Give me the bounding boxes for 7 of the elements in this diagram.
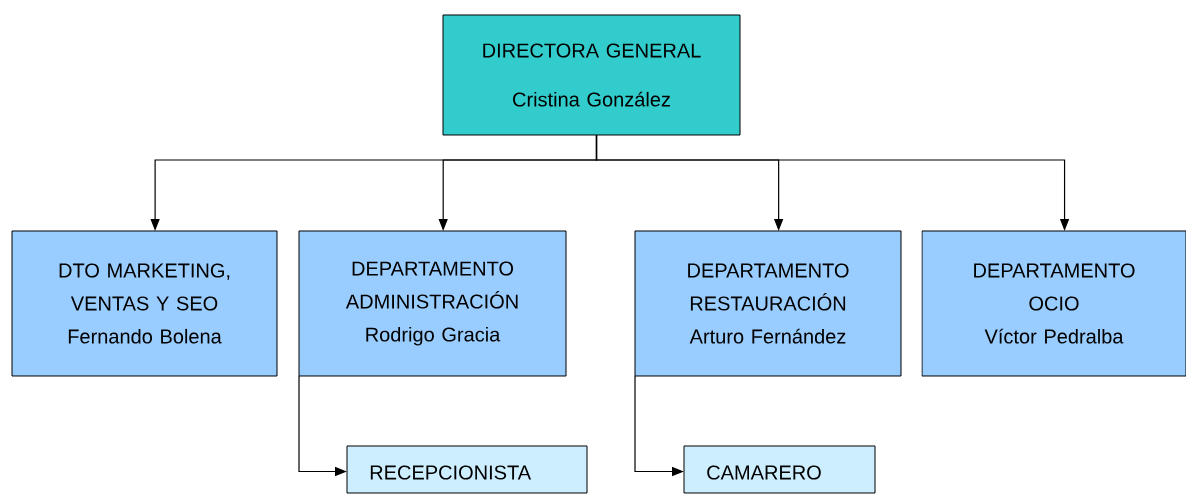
- position-box: RECEPCIONISTA: [346, 445, 588, 494]
- department-box: DEPARTAMENTO ADMINISTRACIÓN Rodrigo Gracia: [298, 230, 567, 377]
- position-box: CAMARERO: [683, 445, 876, 494]
- department-box: DEPARTAMENTO OCIO Víctor Pedralba: [921, 230, 1186, 377]
- department-box: DEPARTAMENTO RESTAURACIÓN Arturo Fernández: [634, 230, 902, 377]
- director-box: DIRECTORA GENERAL Cristina González: [442, 14, 741, 136]
- department-box: DTO MARKETING, VENTAS Y SEO Fernando Bolena: [11, 230, 278, 377]
